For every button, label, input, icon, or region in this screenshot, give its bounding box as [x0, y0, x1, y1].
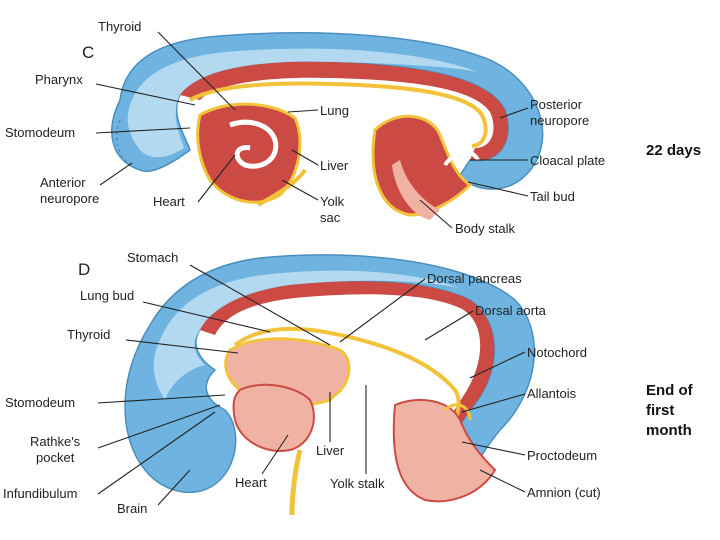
d-rathkes-pocket-label-1: Rathke's [30, 434, 81, 449]
c-posterior-neuropore-label-2: neuropore [530, 113, 589, 128]
panel-c-body-stalk [392, 160, 440, 220]
panel-c-letter: C [82, 43, 94, 62]
c-yolk-sac-label-1: Yolk [320, 194, 345, 209]
panel-d-letter: D [78, 260, 90, 279]
c-stage-label: 22 days [646, 142, 701, 159]
d-thyroid-label: Thyroid [67, 327, 110, 342]
d-liver-label: Liver [316, 443, 345, 458]
panel-c-embryo [111, 32, 544, 220]
d-stomodeum-label: Stomodeum [5, 395, 75, 410]
panel-c-endoderm [189, 81, 488, 148]
panel-d-embryo [124, 254, 535, 516]
c-heart-label: Heart [153, 194, 185, 209]
d-thyroid-leader [125, 339, 239, 354]
d-notochord-label: Notochord [527, 345, 587, 360]
d-stage-label-line3: month [646, 422, 692, 439]
d-heart-label: Heart [235, 475, 267, 490]
d-stomodeum-leader [97, 394, 226, 404]
d-dorsal-pancreas-label: Dorsal pancreas [427, 271, 522, 286]
d-rathkes-pocket-label-2: pocket [36, 450, 75, 465]
d-yolk-stalk-label: Yolk stalk [330, 476, 385, 491]
panel-c-tail-region [371, 114, 473, 217]
d-rathkes-pocket-leader [97, 404, 221, 449]
d-amnion-cut-leader [479, 469, 526, 493]
c-lung-label: Lung [320, 103, 349, 118]
panel-c-cloaca [443, 150, 480, 167]
c-pharynx-leader [95, 83, 196, 106]
d-allantois-label: Allantois [527, 386, 577, 401]
c-thyroid-leader [157, 31, 236, 111]
panel-d-dorsal-aorta [310, 310, 468, 358]
c-posterior-neuropore-label-1: Posterior [530, 97, 583, 112]
d-lung-bud-label: Lung bud [80, 288, 134, 303]
d-dorsal-pancreas-leader [339, 278, 426, 343]
c-body-stalk-label: Body stalk [455, 221, 515, 236]
c-anterior-neuropore-leader [99, 162, 133, 186]
c-anterior-neuropore-label-1: Anterior [40, 175, 86, 190]
c-lung-leader [287, 109, 319, 113]
c-cloacal-plate-label: Cloacal plate [530, 153, 605, 168]
d-allantois-leader [461, 393, 526, 413]
d-brain-label: Brain [117, 501, 147, 516]
d-proctodeum-label: Proctodeum [527, 448, 597, 463]
d-stomach-label: Stomach [127, 250, 178, 265]
d-stomach-leader [189, 264, 331, 346]
panel-c-mesoderm [180, 61, 509, 161]
c-liver-label: Liver [320, 158, 349, 173]
panel-d-yolk-stalk [289, 449, 303, 516]
d-brain-leader [157, 469, 191, 506]
d-infundibulum-leader [97, 411, 216, 495]
d-infundibulum-label: Infundibulum [3, 486, 77, 501]
c-tail-bud-leader [467, 181, 529, 197]
c-pharynx-label: Pharynx [35, 72, 83, 87]
d-proctodeum-leader [461, 441, 526, 456]
c-stomodeum-leader [95, 127, 191, 134]
panel-c-anterior-neuropore-edge [115, 119, 141, 171]
c-heart-leader [197, 154, 236, 203]
c-tail-bud-label: Tail bud [530, 189, 575, 204]
d-dorsal-aorta-label: Dorsal aorta [475, 303, 547, 318]
panel-c-heart-tube [229, 119, 279, 169]
c-yolk-sac-leader [281, 179, 319, 201]
panel-d-mesoderm [200, 281, 495, 455]
c-anterior-neuropore-label-2: neuropore [40, 191, 99, 206]
c-thyroid-label: Thyroid [98, 19, 141, 34]
d-stage-label-line2: first [646, 402, 674, 419]
c-body-stalk-leader [419, 199, 453, 229]
panel-c-ectoderm-light [127, 48, 478, 158]
c-yolk-sac-label-2: sac [320, 210, 341, 225]
panel-c-heart-region [196, 102, 302, 204]
d-lung-bud-leader [142, 301, 271, 333]
d-notochord-leader [469, 351, 526, 379]
c-stomodeum-label: Stomodeum [5, 125, 75, 140]
d-dorsal-aorta-leader [424, 310, 474, 341]
d-heart-leader [261, 434, 289, 475]
d-stage-label-line1: End of [646, 382, 694, 399]
c-posterior-neuropore-leader [499, 107, 529, 119]
c-liver-leader [291, 149, 319, 166]
d-amnion-cut-label: Amnion (cut) [527, 485, 601, 500]
panel-d-heart [232, 383, 315, 452]
panel-c-yolk-sac [256, 168, 307, 207]
panel-d-allantois [443, 403, 472, 421]
